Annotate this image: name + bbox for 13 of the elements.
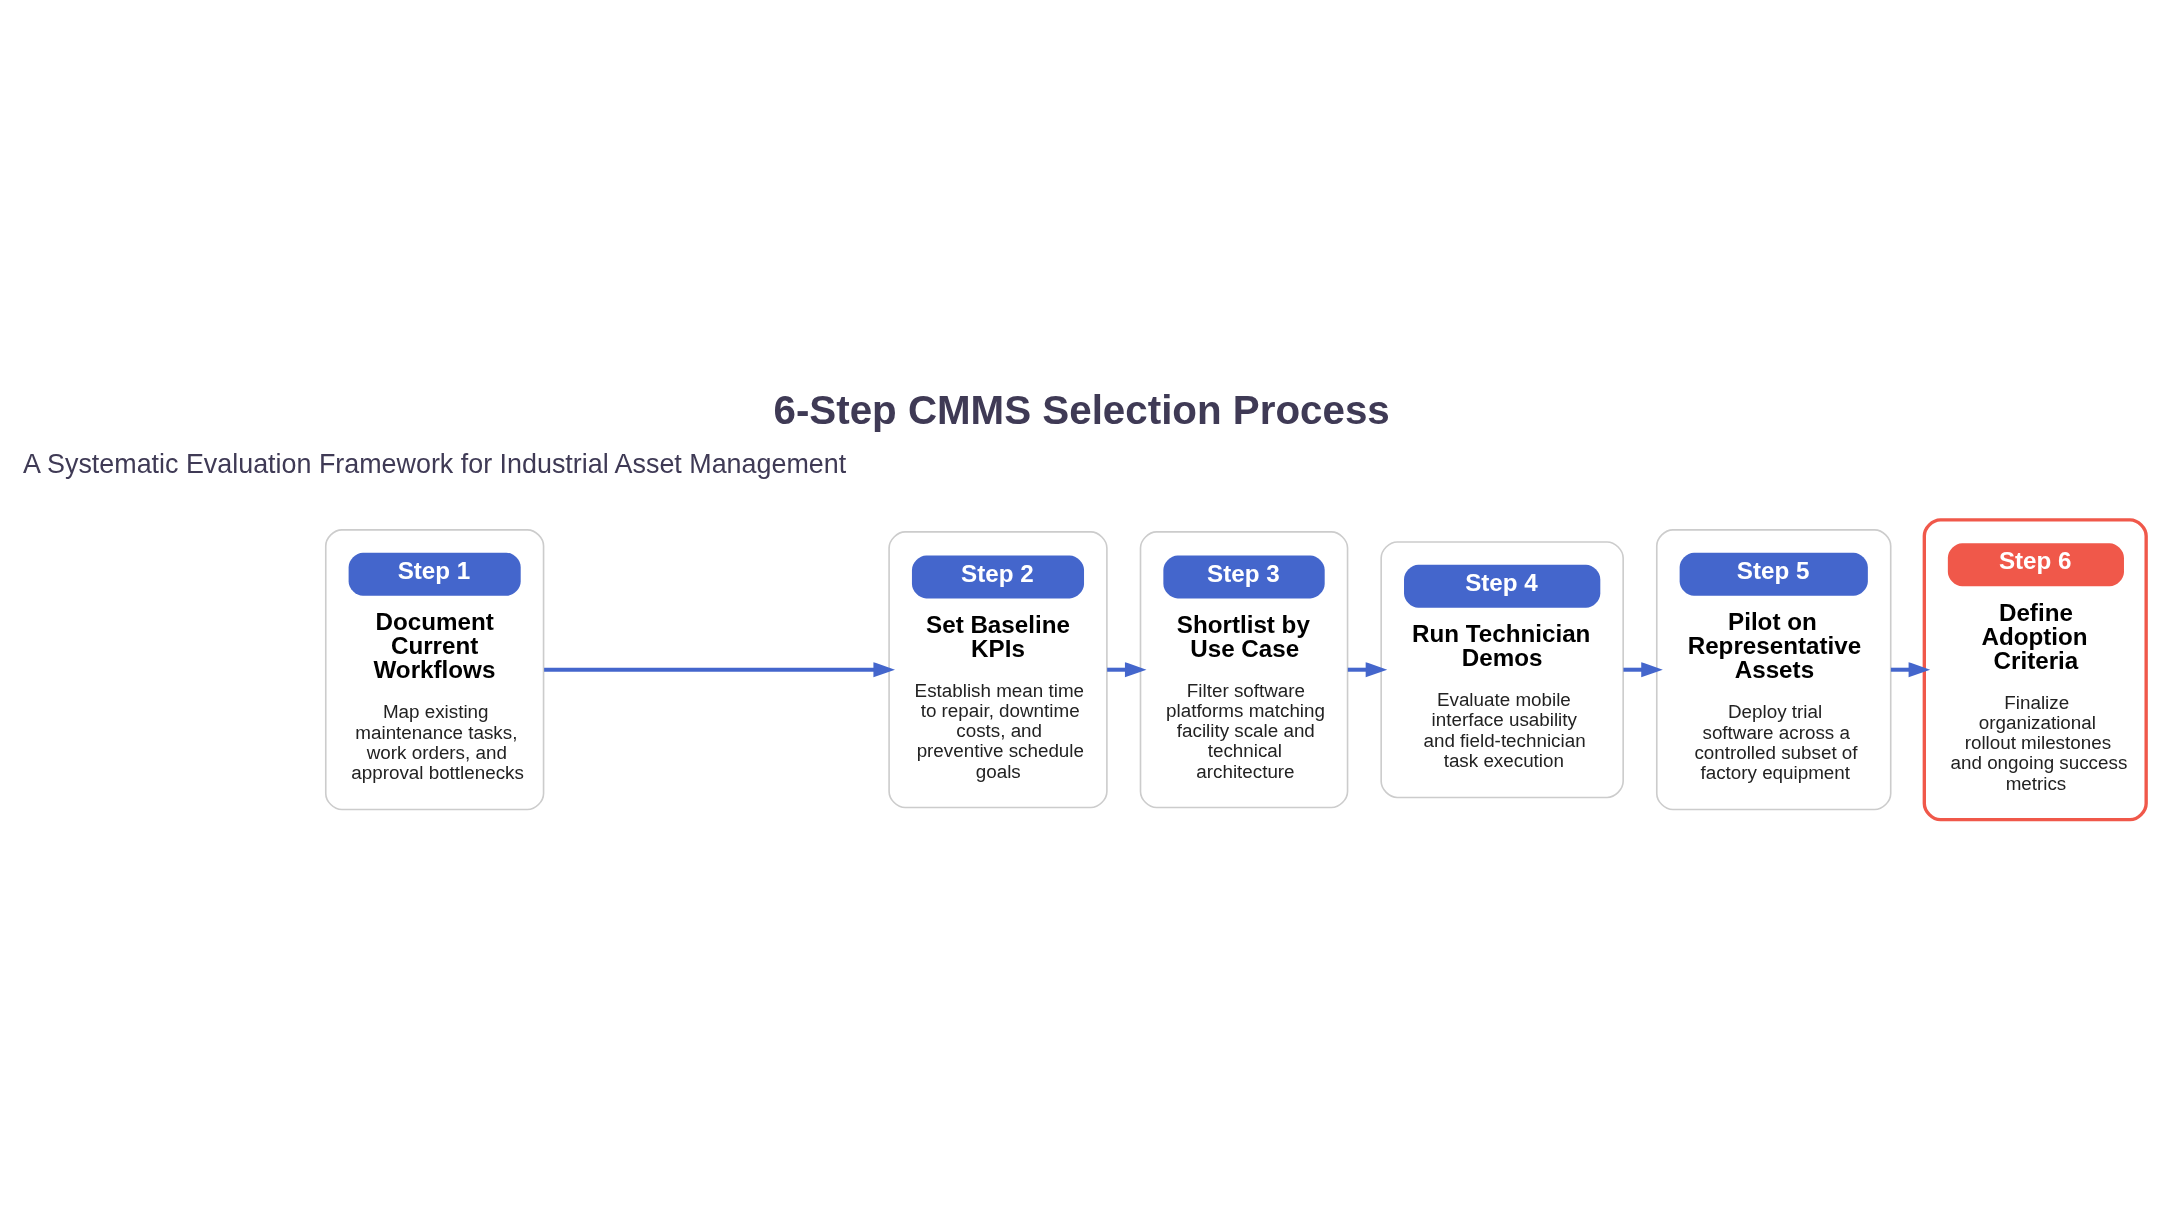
node-box: Step 6 Define Adoption Criteria Finalize organizational rollout milestones and ongoing success metrics [1922, 517, 2148, 821]
node-box: Step 5 Pilot on Representative Assets Deploy trial software across a controlled subset of factory equipment [1655, 528, 1892, 810]
node-box: Step 3 Shortlist by Use Case Filter software platforms matching facility scale and technical architecture [1139, 530, 1349, 808]
node-box: Step 1 Document Current Workflows Map existing maintenance tasks, work orders, and approval bottlenecks [324, 528, 545, 810]
arrow [1347, 661, 1388, 677]
node-box: Step 4 Run Technician Demos Evaluate mobile interface usability and field-technician task execution [1380, 540, 1624, 798]
arrow [1623, 661, 1663, 677]
arrow [1890, 661, 1931, 677]
diagram-title: 6-Step CMMS Selection Process [773, 386, 1390, 433]
node-box: Step 2 Set Baseline KPIs Establish mean time to repair, downtime costs, and preventive schedule goals [888, 530, 1108, 808]
label: A Systematic Evaluation Framework for Industrial Asset Management [23, 448, 847, 479]
arrow [544, 661, 895, 677]
arrow [1107, 661, 1147, 677]
